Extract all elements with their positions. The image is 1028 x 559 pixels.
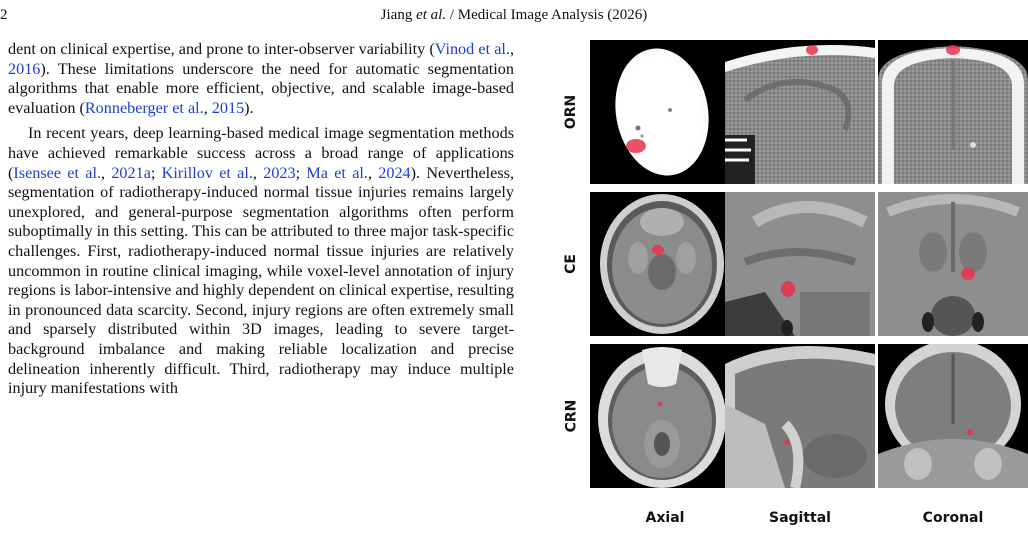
text-run: , <box>101 163 112 182</box>
citation-link[interactable]: Ronneberger et al. <box>84 98 204 117</box>
orn-axial-image <box>590 40 740 184</box>
running-header: 2 Jiang et al. / Medical Image Analysis … <box>0 4 1028 26</box>
ce-coronal-image <box>878 192 1028 336</box>
ce-coronal-lesion <box>961 268 975 280</box>
crn-sagittal-lesion <box>784 439 790 445</box>
orn-sagittal-lesion <box>806 45 818 55</box>
text-run: In recent years, deep learning-based med… <box>8 124 514 182</box>
text-run: , <box>203 98 212 117</box>
text-run: dent on clinical expertise, and prone to… <box>8 40 435 58</box>
crn-sagittal-image <box>725 344 875 488</box>
orn-sagittal-image <box>725 40 875 184</box>
crn-axial-image <box>590 344 740 488</box>
body-text-column: dent on clinical expertise, and prone to… <box>8 40 514 559</box>
header-etal: et al. <box>416 7 447 23</box>
paragraph-2: In recent years, deep learning-based med… <box>8 124 514 398</box>
page-number: 2 <box>0 7 8 23</box>
citation-link[interactable]: 2021a <box>111 163 151 182</box>
crn-coronal-image <box>878 344 1028 488</box>
col-label-coronal: Coronal <box>922 510 984 526</box>
text-run: , <box>252 163 264 182</box>
row-label-ce: CE <box>563 254 579 274</box>
col-label-axial: Axial <box>645 510 685 526</box>
ce-sagittal-lesion <box>781 281 795 297</box>
citation-link[interactable]: 2024 <box>378 163 411 182</box>
orn-coronal-lesion <box>946 45 960 55</box>
citation-link[interactable]: 2023 <box>263 163 296 182</box>
text-run: ; <box>150 163 162 182</box>
citation-link[interactable]: Ma et al. <box>306 163 368 182</box>
crn-coronal-lesion <box>967 429 973 435</box>
text-run: , <box>509 40 514 58</box>
row-label-crn: CRN <box>563 399 579 433</box>
citation-link[interactable]: 2016 <box>8 59 41 78</box>
text-run: ). <box>244 98 254 117</box>
citation-link[interactable]: 2015 <box>211 98 245 117</box>
col-label-sagittal: Sagittal <box>769 510 831 526</box>
orn-coronal-image <box>878 40 1028 184</box>
citation-link[interactable]: Isensee et al. <box>13 163 101 182</box>
text-run: , <box>367 163 379 182</box>
crn-axial-lesion <box>657 401 663 407</box>
text-run: ; <box>295 163 307 182</box>
figure-mri-panels: ORN CE CRN <box>560 40 1028 540</box>
running-head: Jiang et al. / Medical Image Analysis (2… <box>0 4 1028 26</box>
citation-link[interactable]: Kirillov et al. <box>161 163 253 182</box>
text-run: ). Nevertheless, segmentation of radioth… <box>8 163 514 398</box>
header-journal: / Medical Image Analysis (2026) <box>449 7 648 23</box>
paragraph-1: dent on clinical expertise, and prone to… <box>8 40 514 118</box>
row-label-orn: ORN <box>563 94 579 130</box>
ce-axial-image <box>590 192 740 336</box>
ce-sagittal-image <box>725 192 875 336</box>
orn-axial-lesion <box>626 139 646 153</box>
header-authors: Jiang <box>380 7 413 23</box>
ce-axial-lesion <box>652 245 664 255</box>
citation-link[interactable]: Vinod et al. <box>434 40 510 58</box>
text-run: ). These limitations underscore the need… <box>8 59 514 117</box>
